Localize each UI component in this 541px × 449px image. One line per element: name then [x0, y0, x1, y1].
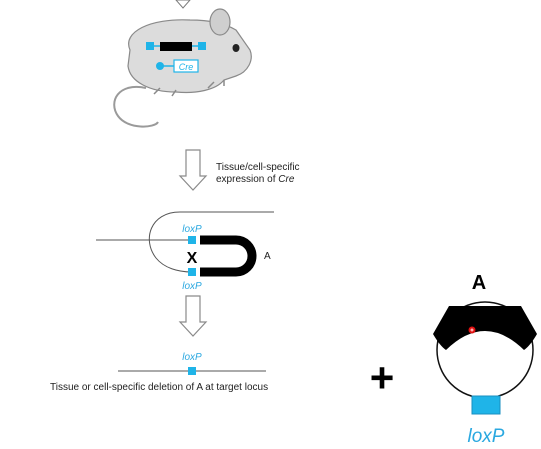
loxp-site-bottom [188, 268, 196, 276]
loxp-bottom-label: loxP [182, 281, 202, 292]
step-label-line2: expression of Cre [216, 174, 295, 185]
excised-segment-a [433, 306, 537, 350]
excised-circle: A loxP [433, 272, 537, 447]
loxp-site-top [188, 236, 196, 244]
circle-loxp-label: loxP [468, 426, 505, 447]
step-label-line2-prefix: expression of [216, 174, 278, 185]
result-caption: Tissue or cell-specific deletion of A at… [50, 382, 268, 393]
mouse-loxp-left [146, 42, 154, 50]
excised-loxp-site [471, 395, 501, 415]
top-down-arrow [175, 0, 191, 9]
mouse-body [127, 19, 252, 94]
mouse-eye [232, 44, 240, 52]
result-loxp-site [188, 367, 196, 375]
step-label-cre: Cre [278, 174, 295, 185]
dna-loop-strand [148, 211, 274, 273]
plus-sign: + [370, 354, 395, 401]
step-arrow-2 [178, 295, 208, 337]
circle-a-label: A [472, 272, 486, 294]
mouse-loxp-right [198, 42, 206, 50]
mouse-tail [113, 85, 159, 128]
mouse-floxed-segment [160, 42, 192, 51]
cre-promoter-dot [156, 62, 164, 70]
step-label-line1: Tissue/cell-specific [216, 162, 300, 173]
result-loxp-label: loxP [182, 352, 202, 363]
segment-a-label: A [264, 251, 271, 262]
cre-box-label: Cre [179, 62, 194, 72]
loxp-top-label: loxP [182, 224, 202, 235]
recombination-loop: X A loxP loxP [96, 211, 274, 292]
mouse-ear [209, 8, 231, 36]
mouse-illustration: Cre [113, 8, 252, 128]
result-locus: loxP Tissue or cell-specific deletion of… [50, 352, 268, 393]
step-arrow-1 [178, 149, 208, 191]
cross-mark: X [187, 250, 198, 267]
segment-a-u [200, 235, 257, 277]
mouse-feet [153, 80, 225, 97]
cre-box [173, 59, 199, 73]
